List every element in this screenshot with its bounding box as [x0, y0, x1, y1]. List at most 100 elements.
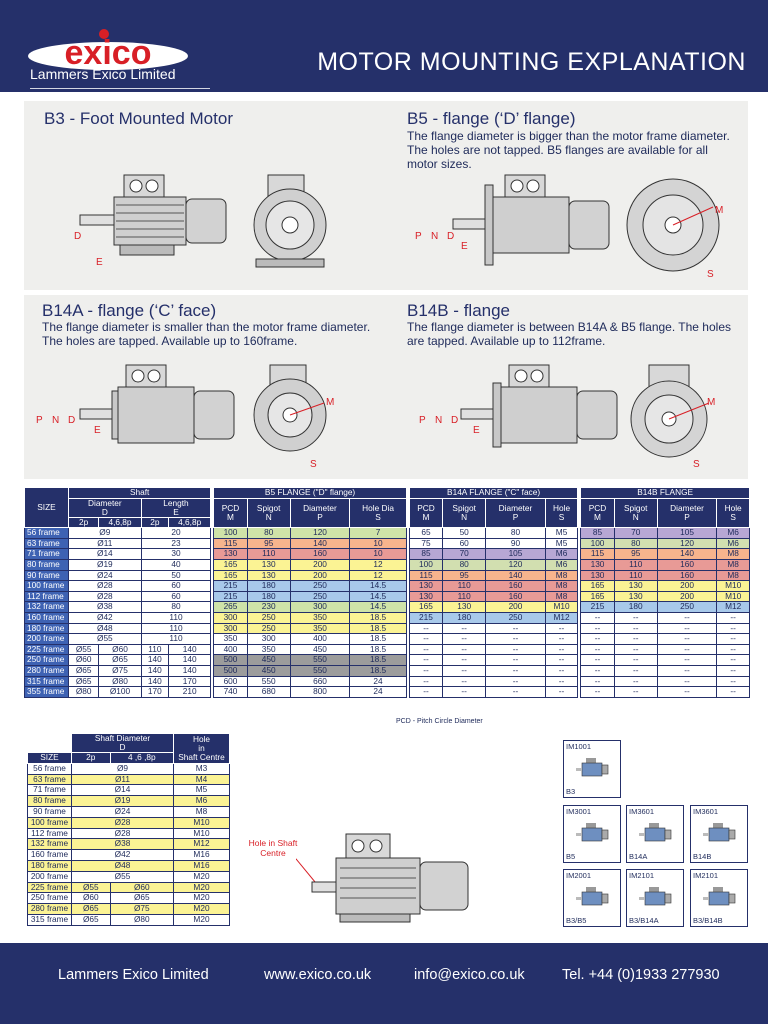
b14b-cell: --	[613, 611, 658, 624]
b14a-cell: 115	[408, 569, 444, 582]
shaft-diameter-468p: Ø65	[109, 892, 175, 905]
b5-cell: 18.5	[349, 611, 407, 624]
mounting-code: IM2101	[629, 871, 655, 880]
b5-cell: 180	[246, 590, 291, 603]
svg-text:P: P	[415, 231, 422, 242]
shaft-diameter: Ø48	[71, 859, 174, 872]
flange-dimensions-table: SIZE Shaft B5 FLANGE ("D" flange) B14A F…	[24, 486, 750, 698]
b14a-flange-header: B14A FLANGE ("C" face)	[408, 487, 579, 499]
svg-text:M: M	[715, 205, 723, 216]
b5-cell: 550	[246, 675, 291, 688]
panel-b5-title: B5 - flange (‘D’ flange)	[407, 109, 576, 128]
row-size: 63 frame	[27, 773, 72, 786]
row-size: 80 frame	[27, 795, 72, 807]
svg-text:P: P	[36, 415, 43, 426]
row-size: 180 frame	[27, 859, 72, 872]
b14a-cell: 165	[408, 601, 444, 613]
b14a-end-view-drawing: M S	[253, 364, 334, 470]
panel-b5: B5 - flange (‘D’ flange) The flange diam…	[393, 101, 748, 290]
b14a-cell: M8	[544, 590, 579, 603]
b14a-cell: --	[544, 622, 579, 635]
b5-cell: 600	[213, 675, 248, 688]
b14a-cell: --	[485, 686, 546, 698]
motor-icon	[576, 758, 609, 777]
b14b-cell: --	[716, 654, 750, 666]
mounting-label: B3/B5	[566, 916, 587, 925]
row-size: 80 frame	[24, 558, 69, 571]
b14a-cell: --	[485, 643, 546, 656]
hole-size: M16	[173, 849, 230, 861]
b14b-cell: 140	[656, 548, 718, 560]
row-size: 225 frame	[24, 643, 69, 656]
b5-cell: 680	[246, 686, 291, 698]
mounting-code: IM3601	[629, 807, 655, 816]
b14b-cell: 120	[656, 537, 718, 550]
b14a-cell: --	[408, 643, 444, 656]
shaft-diameter: Ø14	[71, 784, 174, 797]
b14b-cell: 165	[580, 590, 615, 603]
b5-cell: 12	[349, 569, 407, 582]
b14a-cell: 160	[485, 580, 546, 592]
shaft-length: 110	[140, 622, 212, 635]
svg-text:exico: exico	[65, 34, 152, 70]
b14b-cell: --	[613, 622, 658, 635]
footer-website-link[interactable]: www.exico.co.uk	[264, 967, 372, 983]
b14a-cell: --	[485, 654, 546, 666]
b14b-cell: 70	[613, 527, 658, 539]
b5-cell: 140	[289, 537, 351, 550]
mounting-label: B3/B14B	[693, 916, 723, 925]
row-size: 112 frame	[27, 827, 72, 840]
b14b-cell: 200	[656, 580, 718, 592]
b14b-cell: --	[656, 633, 718, 645]
b14b-cell: --	[656, 622, 718, 635]
b14a-cell: --	[408, 633, 444, 645]
b5-end-view-drawing: M S	[626, 178, 723, 280]
b14a-cell: 80	[442, 558, 487, 571]
svg-text:N: N	[431, 231, 438, 242]
b14a-cell: --	[544, 675, 579, 688]
hole-size: M20	[173, 903, 230, 915]
b14b-cell: 160	[656, 569, 718, 582]
shaft-length-2p: 170	[140, 686, 170, 698]
row-size: 160 frame	[27, 849, 72, 861]
b5-cell: 400	[289, 633, 351, 645]
b5-cell: 250	[246, 611, 291, 624]
svg-text:N: N	[52, 415, 59, 426]
b14a-cell: --	[485, 675, 546, 688]
pole-header-2: 2p	[140, 516, 170, 529]
mounting-code: IM1001	[566, 742, 592, 751]
page-header: exico Lammers Exico Limited MOTOR MOUNTI…	[0, 0, 768, 92]
b5-cell: 95	[246, 537, 291, 550]
b14a-side-view-drawing: P N D E	[36, 364, 235, 444]
b14a-cell: 250	[485, 611, 546, 624]
row-size: 71 frame	[27, 784, 72, 797]
b14a-cell: --	[408, 654, 444, 666]
page-footer: Lammers Exico Limited www.exico.co.uk in…	[0, 943, 768, 1024]
shaft-length: 80	[140, 601, 212, 613]
shaft-diameter: Ø28	[68, 580, 142, 592]
b14a-cell: 60	[442, 537, 487, 550]
row-size: 63 frame	[24, 537, 69, 550]
b14b-cell: --	[580, 654, 615, 666]
footer-email-link[interactable]: info@exico.co.uk	[414, 967, 525, 983]
b5-cell: 80	[246, 527, 291, 539]
b5-cell: 350	[289, 622, 351, 635]
b14a-cell: M5	[544, 527, 579, 539]
